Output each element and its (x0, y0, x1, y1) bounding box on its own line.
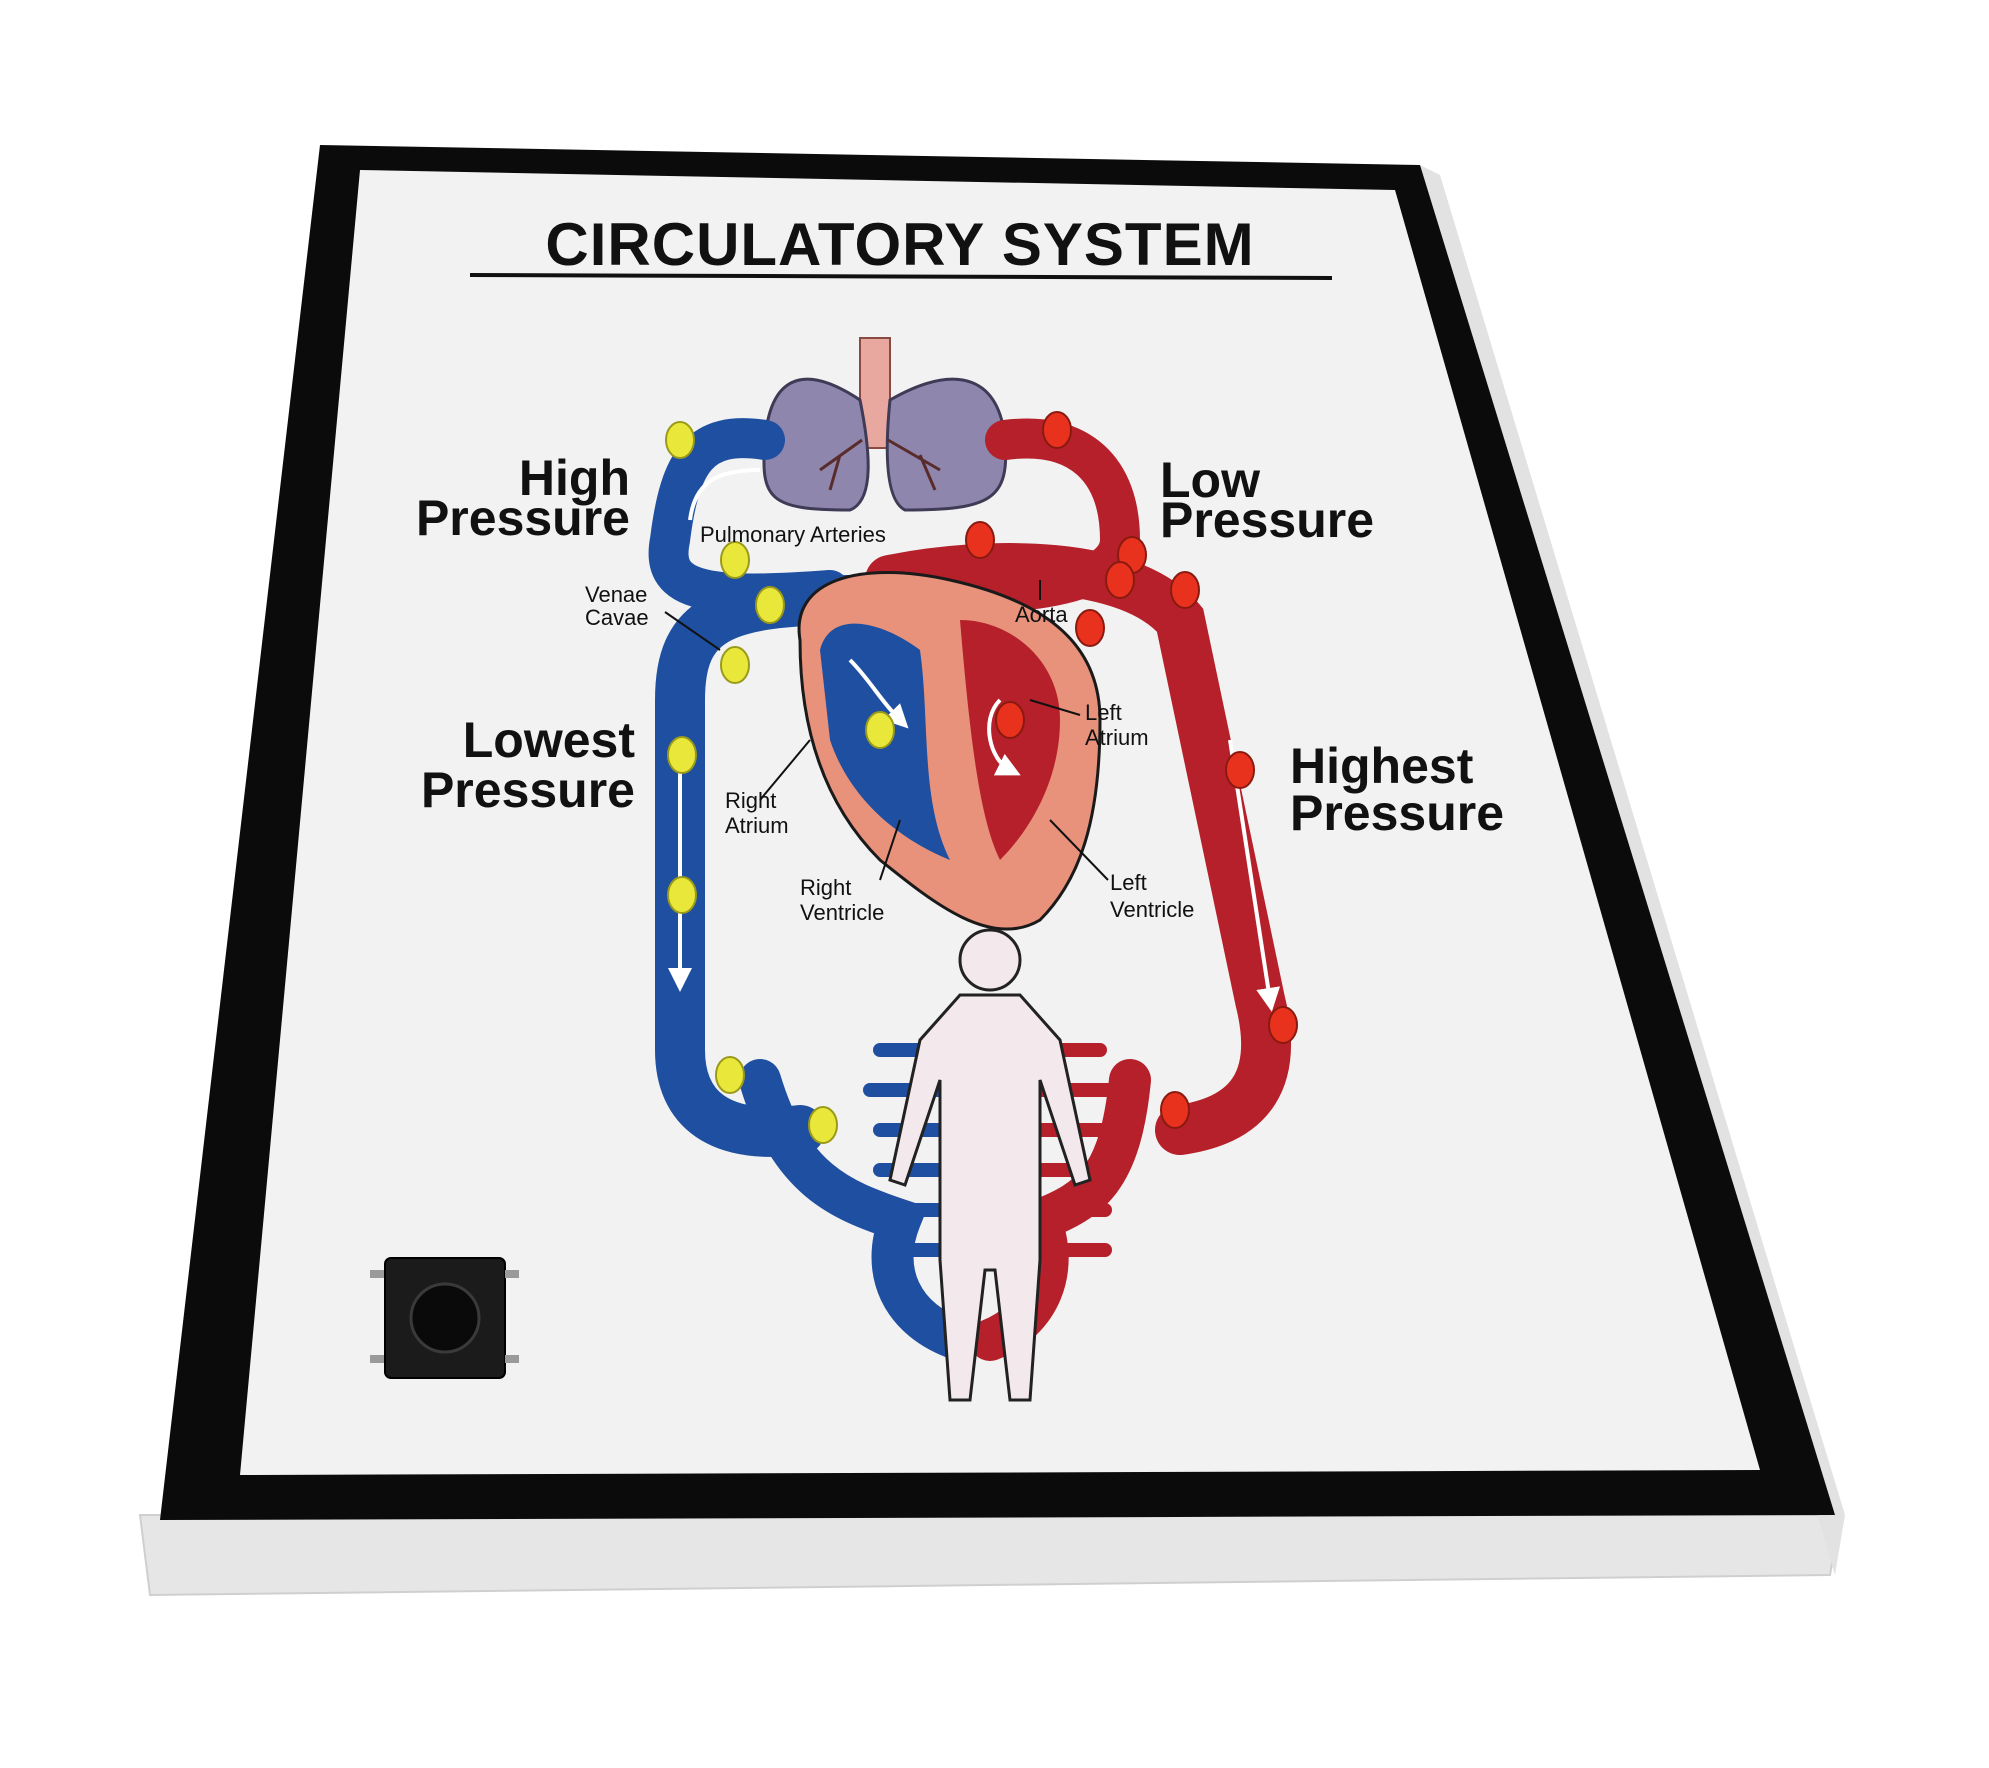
red-leds (965, 411, 1298, 1129)
label-left-ventricle-1: Left (1110, 870, 1147, 895)
red-led (1170, 571, 1200, 609)
red-led (1042, 411, 1072, 449)
label-high-line1: High (519, 450, 630, 506)
label-right-ventricle-2: Ventricle (800, 900, 884, 925)
leader-lines (664, 580, 1109, 881)
yellow-led (808, 1106, 838, 1144)
label-left-ventricle-2: Ventricle (1110, 897, 1194, 922)
heart (797, 571, 1102, 931)
yellow-led (665, 421, 695, 459)
label-venae-cavae-2: Cavae (585, 605, 649, 630)
label-right-ventricle-1: Right (800, 875, 851, 900)
lungs (762, 337, 1008, 512)
yellow-led (715, 1056, 745, 1094)
yellow-led (667, 736, 697, 774)
title-underline (469, 273, 1333, 280)
board-edge (138, 1514, 1842, 1597)
red-led (1225, 751, 1255, 789)
label-high-line2: Pressure (416, 490, 630, 546)
human-figure (888, 928, 1092, 1402)
yellow-led (865, 711, 895, 749)
label-highest-line1: Highest (1290, 738, 1474, 794)
yellow-led (755, 586, 785, 624)
label-right-atrium-2: Atrium (725, 813, 789, 838)
label-aorta: Aorta (1015, 602, 1068, 627)
label-left-atrium-1: Left (1085, 700, 1122, 725)
label-highest-line2: Pressure (1290, 785, 1504, 841)
label-low-line1: Low (1160, 452, 1260, 508)
yellow-leds (665, 421, 895, 1144)
label-left-atrium-2: Atrium (1085, 725, 1149, 750)
push-button[interactable] (370, 1257, 519, 1379)
label-lowest-line2: Pressure (421, 762, 635, 818)
yellow-led (720, 646, 750, 684)
red-led (1268, 1006, 1298, 1044)
poster-title: CIRCULATORY SYSTEM (545, 211, 1254, 278)
label-venae-cavae-1: Venae (585, 582, 647, 607)
red-led (1105, 561, 1135, 599)
label-low-line2: Pressure (1160, 492, 1374, 548)
red-led (1075, 609, 1105, 647)
label-right-atrium-1: Right (725, 788, 776, 813)
red-led (965, 521, 995, 559)
label-lowest-line1: Lowest (463, 712, 636, 768)
red-led (995, 701, 1025, 739)
red-led (1160, 1091, 1190, 1129)
label-pulmonary-arteries: Pulmonary Arteries (700, 522, 886, 547)
yellow-led (720, 541, 750, 579)
yellow-led (667, 876, 697, 914)
